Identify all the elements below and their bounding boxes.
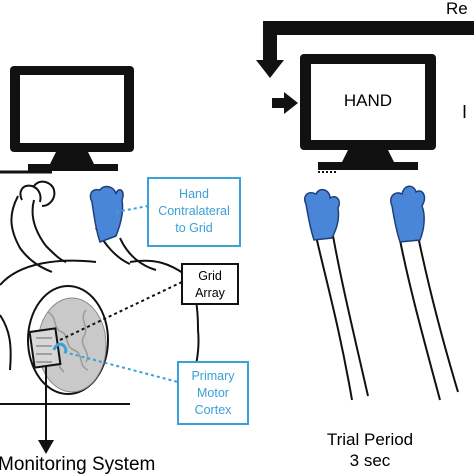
right-monitor [300,54,436,173]
monitoring-system-label: Monitoring System [0,454,155,474]
grid-electrode-array [28,327,68,369]
hand-callout-box [147,177,241,247]
cortex-callout-box [177,361,249,425]
monitor-hand-text: HAND [344,91,392,110]
hand-callout-line-1: Hand [179,187,209,201]
right-edge-partial-label: I [462,102,467,122]
cue-arrow [272,92,298,114]
hand-callout-line-3: to Grid [175,221,213,235]
hand-callout-line-2: Contralateral [158,204,230,218]
trial-duration-label: 3 sec [350,451,391,470]
blue-glove-hand-trial-1 [304,188,341,241]
grid-callout-line-2: Array [195,286,226,300]
cortex-callout-line-2: Motor [197,386,229,400]
right-arms [315,229,459,401]
top-right-partial-label: Re [446,0,468,18]
grid-callout-leader [59,281,183,341]
head-with-brain [27,285,109,395]
cortex-callout-line-3: Cortex [195,403,233,417]
subject-figure [0,180,200,391]
grid-callout-line-1: Grid [198,269,222,283]
monitoring-cables [0,366,130,454]
blue-glove-hand-left-figure [89,185,124,243]
cortex-callout-line-1: Primary [191,369,235,383]
cortex-callout-leader [63,351,179,383]
trial-period-label: Trial Period [327,430,413,449]
blue-glove-hand-trial-2 [390,185,426,243]
grid-callout-box [181,263,239,305]
left-monitor [0,66,134,174]
feedback-loop-arrow [256,21,474,78]
